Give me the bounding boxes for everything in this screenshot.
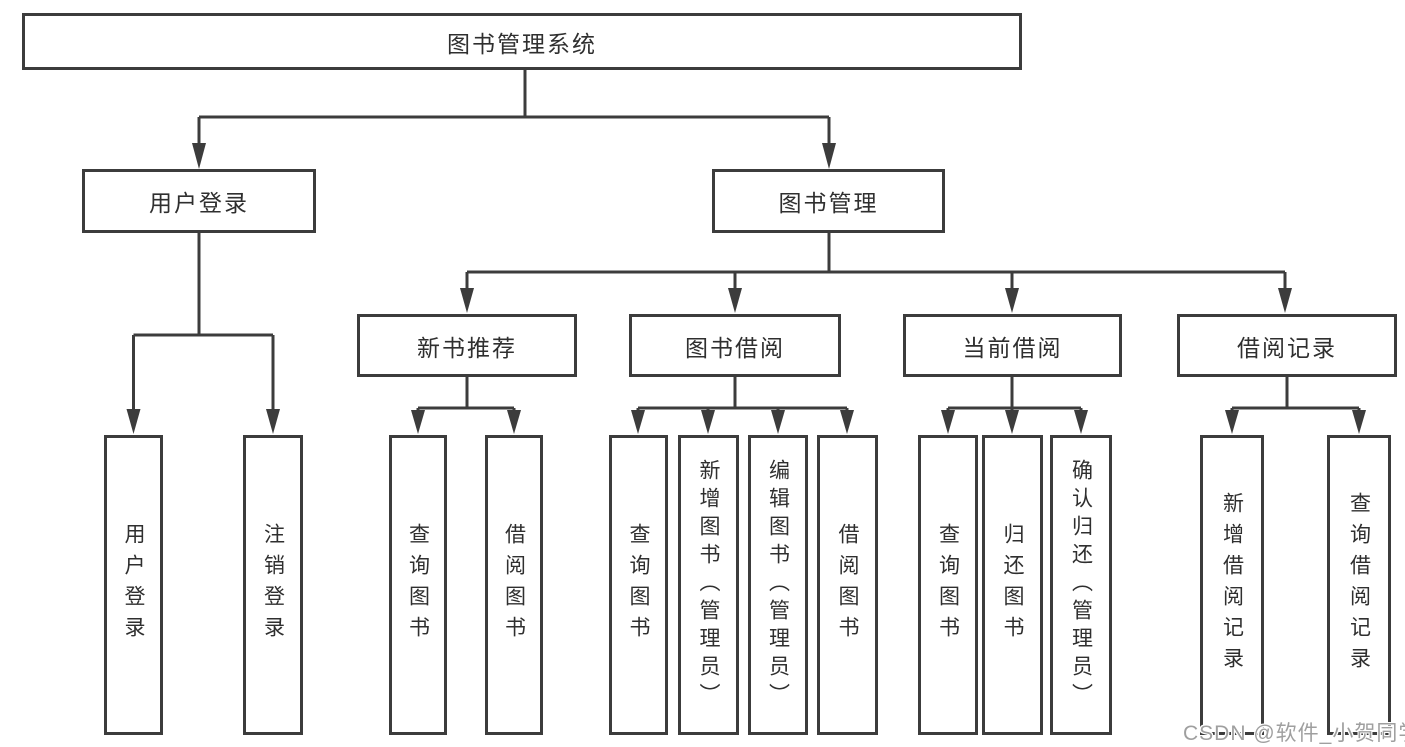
leaf-query-borrow-record: 查询借阅记录 (1327, 435, 1391, 735)
node-user-login: 用户登录 (82, 169, 316, 233)
leaf-label: 查询借阅记录 (1347, 492, 1371, 678)
node-borrowing-records: 借阅记录 (1177, 314, 1397, 377)
node-label: 当前借阅 (962, 334, 1063, 361)
leaf-label: 确认归还（管理员） (1069, 459, 1093, 711)
leaf-query-books-recommend: 查询图书 (389, 435, 447, 735)
leaf-edit-books-admin: 编辑图书（管理员） (748, 435, 808, 735)
leaf-query-books-current: 查询图书 (918, 435, 978, 735)
leaf-return-books: 归还图书 (982, 435, 1043, 735)
leaf-user-login: 用户登录 (104, 435, 163, 735)
node-label: 图书管理系统 (447, 30, 597, 57)
leaf-logout: 注销登录 (243, 435, 303, 735)
node-library-management-system: 图书管理系统 (22, 13, 1022, 70)
node-label: 图书管理 (778, 190, 879, 216)
leaf-label: 新增图书（管理员） (697, 459, 720, 711)
node-label: 图书借阅 (685, 334, 785, 361)
leaf-borrow-books-recommend: 借阅图书 (485, 435, 543, 735)
node-label: 用户登录 (149, 190, 249, 216)
leaf-label: 新增借阅记录 (1220, 492, 1244, 678)
leaf-label: 编辑图书（管理员） (766, 459, 790, 711)
leaf-label: 注销登录 (261, 523, 285, 647)
leaf-confirm-return-admin: 确认归还（管理员） (1050, 435, 1112, 735)
node-book-management: 图书管理 (712, 169, 945, 233)
leaf-add-borrow-record: 新增借阅记录 (1200, 435, 1264, 735)
leaf-label: 查询图书 (406, 523, 430, 647)
node-book-borrowing: 图书借阅 (629, 314, 841, 377)
leaf-label: 归还图书 (1001, 523, 1024, 647)
node-current-borrowing: 当前借阅 (903, 314, 1122, 377)
csdn-watermark: CSDN @软件_小贺同学 (1183, 722, 1405, 745)
leaf-add-books-admin: 新增图书（管理员） (678, 435, 739, 735)
node-new-book-recommendation: 新书推荐 (357, 314, 577, 377)
leaf-label: 用户登录 (122, 523, 145, 647)
leaf-label: 借阅图书 (502, 523, 526, 647)
leaf-borrow-books: 借阅图书 (817, 435, 878, 735)
leaf-label: 查询图书 (627, 523, 650, 647)
node-label: 借阅记录 (1237, 334, 1337, 361)
node-label: 新书推荐 (417, 334, 517, 361)
leaf-query-books-borrowing: 查询图书 (609, 435, 668, 735)
leaf-label: 查询图书 (936, 523, 960, 647)
leaf-label: 借阅图书 (836, 523, 859, 647)
